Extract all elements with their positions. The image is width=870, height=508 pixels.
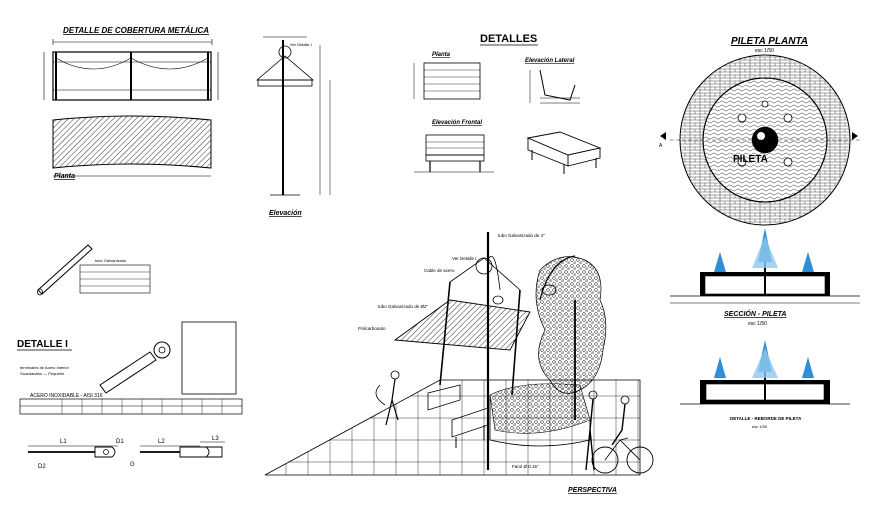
pool-edge-scale: esc 1/50 bbox=[752, 424, 768, 429]
perspective-title: PERSPECTIVA bbox=[568, 487, 617, 494]
cota-d1: D1 bbox=[116, 439, 124, 445]
terminal-drawings bbox=[28, 441, 225, 458]
bench-3d bbox=[526, 131, 602, 174]
cota-l3: L3 bbox=[212, 436, 219, 442]
elevation-label: Elevación bbox=[269, 210, 302, 217]
steel-table bbox=[19, 398, 243, 415]
coverage-detail bbox=[43, 39, 219, 177]
detail1-note-2: Guardacabo — Pequeño bbox=[20, 371, 65, 376]
bench-plan bbox=[413, 62, 481, 100]
bench-side bbox=[529, 69, 580, 104]
cota-d2: D2 bbox=[38, 464, 46, 470]
tube-2-label: tubo Galvanizado de Ø2" bbox=[378, 304, 429, 309]
tube-4-label: tubo Galvanizado de 4" bbox=[498, 233, 545, 238]
cota-g: G bbox=[130, 462, 135, 468]
pool-plan-scale: esc 1/50 bbox=[755, 48, 774, 54]
detail1-title: DETALLE I bbox=[17, 339, 68, 350]
cable-label: Cable de acero bbox=[424, 268, 455, 273]
post-elevation bbox=[255, 36, 331, 196]
turnbuckle-drawing bbox=[99, 321, 237, 395]
section-mark-a: A bbox=[659, 143, 663, 149]
bench-plan-label: Planta bbox=[432, 52, 451, 58]
rod-label-2: Ver Detalle I bbox=[452, 256, 477, 261]
pool-plan bbox=[660, 54, 860, 226]
tube-drawing bbox=[37, 244, 151, 296]
perspective-scene bbox=[264, 232, 654, 476]
pool-edge-title: DETALLE - REBORDE DE PILETA bbox=[730, 416, 802, 421]
rod-label-1: Ver Detalle I bbox=[290, 42, 312, 47]
bench-side-label: Elevación Lateral bbox=[525, 58, 575, 64]
pool-name: PILETA bbox=[733, 154, 768, 165]
details-title: DETALLES bbox=[480, 33, 537, 45]
pool-plan-title: PILETA PLANTA bbox=[731, 36, 808, 47]
lamp-label: Farol Ø 0.15" bbox=[512, 464, 539, 469]
cota-l2: L2 bbox=[158, 439, 165, 445]
bench-front-label: Elevación Frontal bbox=[432, 120, 482, 126]
policarbonato-label: Policarbonato bbox=[358, 326, 386, 331]
cota-l1: L1 bbox=[60, 439, 67, 445]
detail1-note-1: terminales de Acero Interior bbox=[20, 365, 70, 370]
section-scale: esc 1/50 bbox=[748, 321, 767, 327]
pool-edge-detail bbox=[680, 340, 850, 405]
bench-front bbox=[414, 134, 494, 173]
coverage-title: DETALLE DE COBERTURA METÁLICA bbox=[63, 26, 209, 35]
pool-section bbox=[670, 228, 860, 304]
steel-label: ACERO INOXIDABLE - AISI 316 bbox=[30, 393, 103, 399]
section-title: SECCIÓN - PILETA bbox=[724, 309, 786, 318]
tube-label: tubo Galvanizado bbox=[95, 258, 127, 263]
plan-label: Planta bbox=[54, 173, 75, 180]
